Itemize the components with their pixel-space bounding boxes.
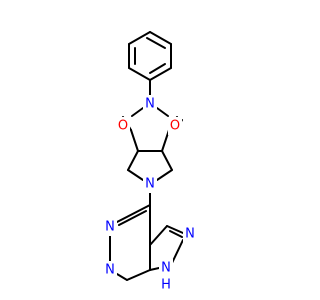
atom-nh-pyrazole: N — [159, 259, 173, 277]
imide-n-c2 — [156, 107, 169, 117]
atom-h-pyrazole: H — [159, 277, 173, 293]
pyrazole-c3-n2 — [166, 225, 184, 234]
pyrimidine-c2-n1 — [116, 273, 128, 281]
pyrrolidine-c6-n — [156, 169, 173, 181]
atom-n-pyrimidine-2-label: N — [105, 263, 115, 278]
imide-c1-c3 — [130, 129, 139, 152]
pyrimidine-n1-c7a — [126, 269, 151, 281]
pyrazole-c3-double — [169, 230, 183, 238]
pyrazole-n2-n1 — [171, 239, 184, 264]
pyrimidine-c4-n3 — [116, 204, 151, 223]
phenyl-bond-6 — [128, 31, 151, 45]
atom-o2-label: O — [170, 119, 180, 134]
phenyl-bond-1 — [149, 31, 172, 45]
atom-labels: O O N N N N N N — [103, 95, 197, 293]
phenyl-inner-1 — [146, 37, 166, 49]
atom-nh-pyrazole-bg — [159, 259, 173, 277]
atom-h-pyrazole-bg — [159, 277, 173, 293]
imide-n-c1 — [131, 107, 144, 117]
imide-c2-c4 — [161, 129, 170, 152]
atom-n-pyrrolidine-label: N — [145, 177, 155, 192]
atom-n-pyrimidine-1-bg — [103, 218, 117, 236]
phenyl-inner-2 — [149, 63, 166, 74]
molecule-structure: O O N N N N N N — [103, 31, 197, 293]
pyrrolidine-c4-c6 — [161, 150, 173, 171]
atom-n-pyrazole-bg — [183, 225, 197, 243]
phenyl-bond-3 — [149, 67, 172, 81]
atom-h-pyrazole-label: H — [161, 278, 171, 293]
atom-o1-label: O — [118, 119, 128, 134]
atom-o2: O — [168, 117, 182, 135]
phenyl-bond-4 — [128, 67, 151, 81]
atom-n-imide-bg — [143, 95, 157, 113]
atom-n-pyrimidine-1-label: N — [105, 220, 115, 235]
pyrimidine-c4-n3-double — [118, 210, 147, 226]
bonds — [109, 31, 184, 281]
pyrazole-n1-c7a — [149, 267, 160, 271]
atom-n-pyrazole: N — [183, 225, 197, 243]
atom-nh-pyrazole-label: N — [161, 261, 171, 276]
pyrazole-c3a-c3 — [149, 225, 168, 246]
atom-n-pyrimidine-2: N — [103, 261, 117, 279]
atom-n-pyrazole-label: N — [185, 227, 195, 242]
atom-n-pyrrolidine: N — [143, 175, 157, 193]
pyrrolidine-c5-n — [127, 169, 144, 181]
atom-n-pyrimidine-1: N — [103, 218, 117, 236]
pyrrolidine-c3-c5 — [127, 150, 139, 171]
atom-n-imide: N — [143, 95, 157, 113]
atom-o1-bg — [116, 117, 130, 135]
atom-o1: O — [116, 117, 130, 135]
atom-n-pyrimidine-2-bg — [103, 261, 117, 279]
atom-n-pyrrolidine-bg — [143, 175, 157, 193]
atom-n-imide-label: N — [145, 97, 155, 112]
atom-o2-bg — [168, 117, 182, 135]
